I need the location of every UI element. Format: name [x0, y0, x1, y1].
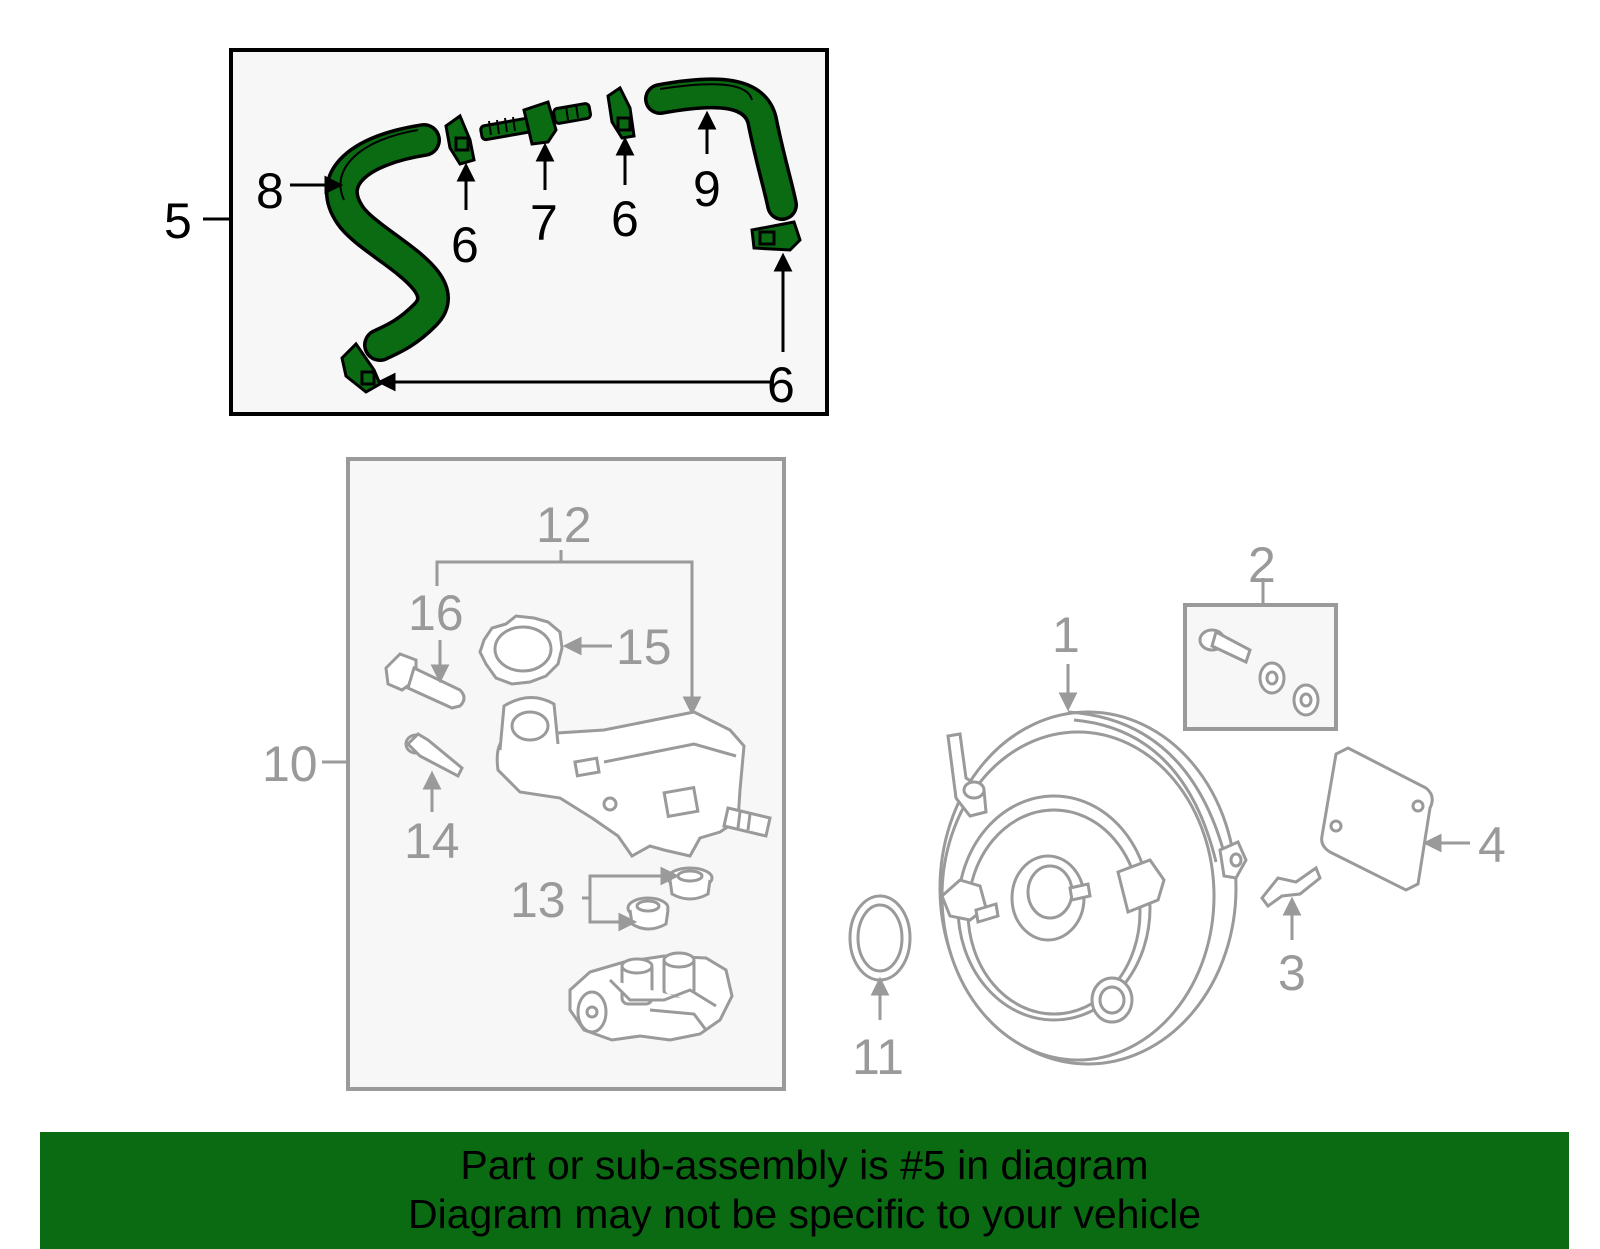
- info-banner: Part or sub-assembly is #5 in diagram Di…: [40, 1132, 1569, 1249]
- callout-14: 14: [404, 813, 460, 869]
- callout-1: 1: [1052, 607, 1080, 663]
- callout-8: 8: [256, 163, 284, 219]
- hose-9[interactable]: [644, 77, 798, 221]
- callout-6-c: 6: [767, 357, 795, 413]
- banner-part-notice: Part or sub-assembly is #5 in diagram: [460, 1142, 1149, 1188]
- arrow-4: [1422, 833, 1470, 853]
- bolt-16[interactable]: [384, 652, 466, 710]
- gasket-plate-4[interactable]: [1320, 746, 1434, 892]
- arrows-assembly-5: [290, 110, 793, 392]
- clamp-6-b[interactable]: [606, 85, 636, 140]
- clamp-6-a[interactable]: [444, 113, 476, 166]
- grommet-13-b[interactable]: [626, 896, 670, 931]
- callout-6-b: 6: [611, 191, 639, 247]
- grommet-13-a[interactable]: [666, 866, 714, 901]
- reservoir-cap-15[interactable]: [478, 614, 564, 686]
- clamp-6-d[interactable]: [340, 341, 382, 394]
- callout-15: 15: [616, 619, 672, 675]
- arrow-16: [430, 640, 450, 684]
- hose-8[interactable]: [324, 123, 450, 362]
- callout-11: 11: [852, 1029, 904, 1085]
- clamp-6-c[interactable]: [750, 220, 802, 252]
- bolt-14[interactable]: [404, 732, 464, 779]
- callout-7: 7: [530, 195, 558, 251]
- arrow-11: [870, 976, 890, 1020]
- clip-3[interactable]: [1260, 865, 1322, 909]
- callout-6-a: 6: [451, 217, 479, 273]
- callout-3: 3: [1278, 945, 1306, 1001]
- bracket-12: [435, 550, 702, 716]
- callout-5: 5: [164, 193, 192, 249]
- callout-4: 4: [1478, 817, 1506, 873]
- assembly-5-group: 5 8 6 7 6 9 6: [164, 48, 829, 416]
- assembly-10-group: 12 16 15 10 14 13: [262, 457, 786, 1091]
- banner-disclaimer: Diagram may not be specific to your vehi…: [407, 1191, 1201, 1237]
- arrow-14: [422, 770, 442, 812]
- callout-16: 16: [408, 585, 464, 641]
- master-cylinder-body[interactable]: [568, 951, 734, 1042]
- callout-10: 10: [262, 736, 318, 792]
- brake-booster-1[interactable]: [938, 710, 1248, 1066]
- brake-booster-group: 1 2 4 3 11: [848, 537, 1506, 1085]
- callout-2: 2: [1248, 537, 1276, 593]
- gasket-11[interactable]: [848, 894, 912, 982]
- callout-12: 12: [536, 497, 592, 553]
- fluid-reservoir-12[interactable]: [495, 696, 772, 858]
- callout-9: 9: [693, 161, 721, 217]
- callout-13: 13: [510, 872, 566, 928]
- check-valve-7[interactable]: [479, 100, 592, 146]
- hardware-kit-2-parts[interactable]: [1198, 628, 1320, 717]
- arrow-15: [562, 636, 612, 656]
- bracket-13: [582, 866, 680, 932]
- arrow-3: [1282, 896, 1302, 940]
- arrow-1: [1058, 664, 1078, 712]
